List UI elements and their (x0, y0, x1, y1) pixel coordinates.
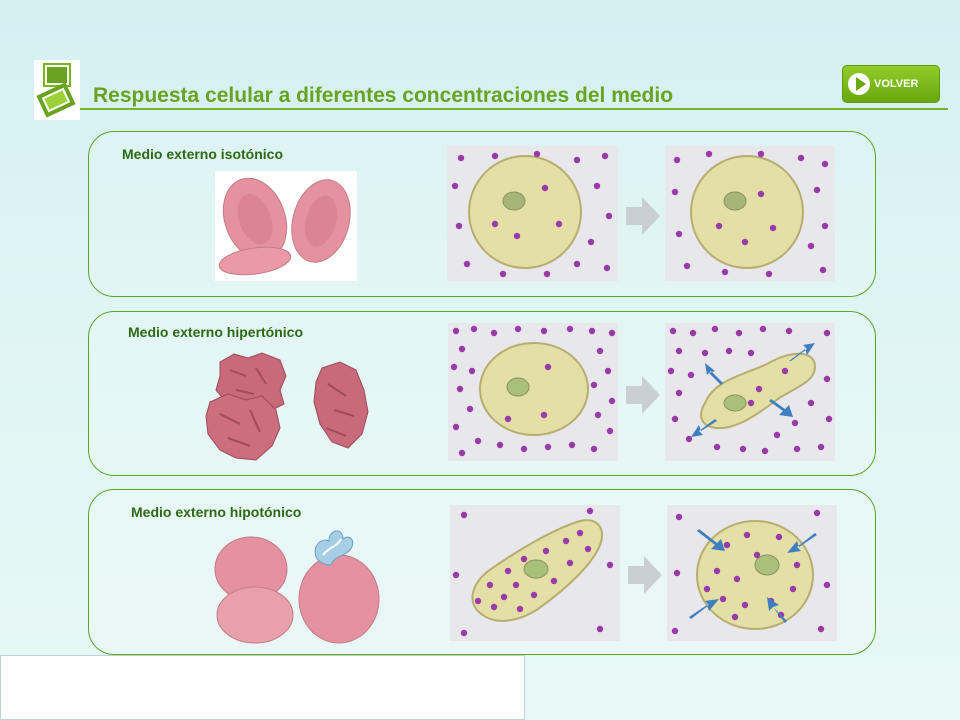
hypertonic-cell-after-image (665, 323, 835, 461)
arrow-right-icon (628, 556, 662, 594)
title-divider (80, 108, 948, 110)
panel-label-isotonic: Medio externo isotónico (122, 146, 284, 162)
isotonic-red-blood-cells-image (215, 171, 357, 281)
footer-blank-box (0, 655, 525, 720)
panel-label-hypotonic: Medio externo hipotónico (131, 504, 302, 520)
hypertonic-cell-before-image (448, 323, 618, 461)
panel-label-hypertonic: Medio externo hipertónico (128, 324, 304, 340)
hypotonic-cell-after-image (667, 505, 837, 641)
isotonic-cell-before-image (447, 146, 618, 281)
page-title: Respuesta celular a diferentes concentra… (93, 84, 674, 107)
play-icon (848, 73, 870, 95)
hypotonic-swollen-cells-image (214, 530, 380, 644)
volver-label: VOLVER (874, 78, 919, 90)
arrow-right-icon (626, 376, 660, 414)
arrow-right-icon (626, 197, 660, 235)
isotonic-cell-after-image (665, 146, 835, 281)
volver-button[interactable]: VOLVER (842, 65, 940, 103)
hypotonic-cell-before-image (450, 505, 620, 641)
hypertonic-crenated-cells-image (205, 352, 369, 461)
logo-icon (34, 60, 80, 120)
